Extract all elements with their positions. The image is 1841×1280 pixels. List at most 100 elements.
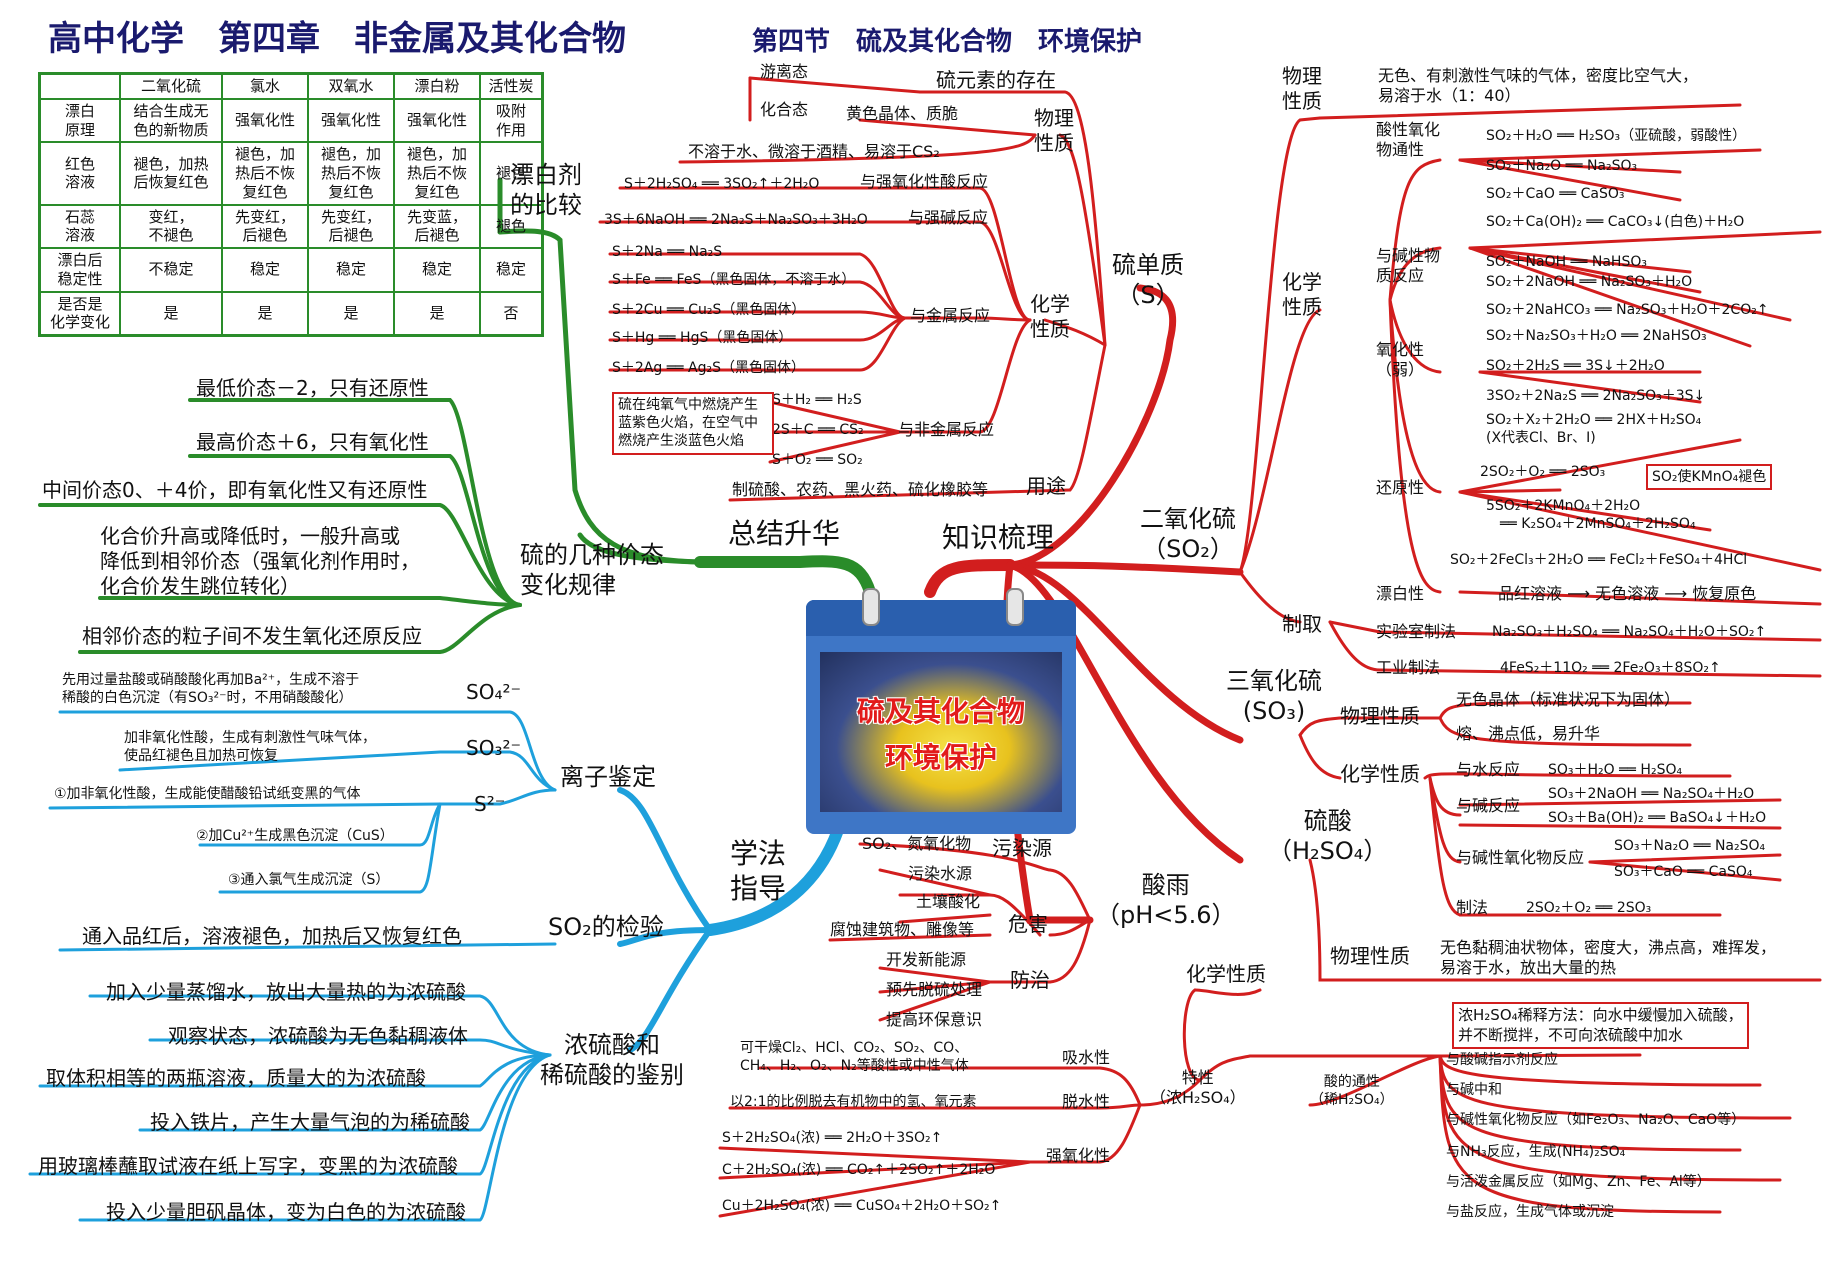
so2-base-eq: SO₂＋Ca(OH)₂ ══ CaCO₃↓(白色)＋H₂O	[1486, 214, 1745, 230]
sulfur-phys-item: 不溶于水、微溶于酒精、易溶于CS₂	[688, 142, 940, 161]
acid-id-item: 加入少量蒸馏水，放出大量热的为浓硫酸	[106, 980, 466, 1004]
table-header-row: 二氧化硫氯水双氧水漂白粉活性炭	[38, 72, 544, 100]
link-ion	[617, 787, 713, 933]
sulfur-exist-item: 化合态	[760, 100, 809, 119]
h2so4-special-label: 特性 （浓H₂SO₄）	[1150, 1068, 1246, 1107]
ion-s2-item: ③通入氯气生成沉淀（S）	[228, 872, 390, 888]
link-acidid	[627, 927, 713, 1053]
valence-item: 最低价态－2，只有还原性	[196, 376, 429, 400]
h2so4-general-item: 与活泼金属反应（如Mg、Zn、Fe、Al等）	[1446, 1174, 1711, 1190]
so2-prep-lab-eq: Na₂SO₃＋H₂SO₄ ══ Na₂SO₄＋H₂O＋SO₂↑	[1492, 624, 1767, 640]
acidrain-harm-item: 土壤酸化	[916, 892, 981, 911]
trunk-knowledge	[924, 559, 1016, 598]
so2-base-eq: SO₂＋2NaOH ══ Na₂SO₃＋H₂O	[1486, 274, 1693, 290]
link-sulfur	[1006, 284, 1177, 569]
so3-base-eq: SO₃＋Ba(OH)₂ ══ BaSO₄↓＋H₂O	[1548, 810, 1767, 826]
so3-prep-label: 制法	[1456, 898, 1489, 917]
h2so4-general-item: 与酸碱指示剂反应	[1446, 1052, 1558, 1068]
valence-item: 化合价升高或降低时，一般升高或 降低到相邻价态（强氧化剂作用时， 化合价发生跳位…	[100, 524, 420, 598]
valence-item: 中间价态0、＋4价，即有氧化性又有还原性	[42, 478, 428, 502]
node-h2so4: 硫酸 （H₂SO₄）	[1268, 807, 1388, 865]
acid-id-item: 投入铁片，产生大量气泡的为稀硫酸	[150, 1110, 470, 1134]
so2-bleach-text: 品红溶液 ⟶ 无色溶液 ⟶ 恢复原色	[1498, 584, 1757, 603]
table-header-cell: 氯水	[221, 72, 309, 100]
node-so3: 三氧化硫 (SO₃)	[1226, 667, 1322, 725]
link-h2so4	[1006, 561, 1244, 864]
so2-oxid-eq: SO₂＋2H₂S ══ 3S↓＋2H₂O	[1486, 358, 1665, 374]
so2-acidox-eq: SO₂＋CaO ══ CaSO₃	[1486, 186, 1625, 202]
table-cell: 强氧化性	[221, 97, 309, 144]
calendar-ring-icon	[1006, 588, 1024, 626]
table-row: 红色 溶液褪色，加热 后恢复红色褪色，加 热后不恢 复红色褪色，加 热后不恢 复…	[38, 141, 544, 206]
table-cell: 是	[119, 290, 223, 337]
h2so4-dilute-note: 浓H₂SO₄稀释方法：向水中缓慢加入硫酸， 并不断搅拌，不可向浓硫酸中加水	[1452, 1002, 1749, 1049]
node-method: 学法 指导	[730, 837, 787, 905]
acidrain-prevent-item: 预先脱硫处理	[886, 980, 983, 999]
node-acidid: 浓硫酸和 稀硫酸的鉴别	[540, 1031, 684, 1089]
table-cell: 褪色，加 热后不恢 复红色	[393, 141, 481, 206]
so2-red-eq: (X代表Cl、Br、I)	[1486, 430, 1596, 446]
table-row: 石蕊 溶液变红， 不褪色先变红， 后褪色先变红， 后褪色先变蓝， 后褪色褪色	[38, 203, 544, 249]
sulfur-oxacid-label: 与强氧化性酸反应	[860, 172, 989, 191]
acidrain-prevent-item: 开发新能源	[886, 950, 967, 969]
so2-oxid-label: 氧化性 （弱）	[1376, 340, 1425, 379]
so3-phys-item: 无色晶体（标准状况下为固体）	[1456, 690, 1681, 709]
ion-so3-label: SO₃²⁻	[466, 736, 522, 760]
h2so4-dehyd-label: 脱水性	[1062, 1092, 1111, 1111]
table-cell: 强氧化性	[393, 97, 481, 144]
table-cell: 是	[307, 290, 395, 337]
table-cell: 石蕊 溶液	[38, 203, 121, 249]
so3-water-eq: SO₃＋H₂O ══ H₂SO₄	[1548, 762, 1683, 778]
so2-test-text: 通入品红后，溶液褪色，加热后又恢复红色	[82, 924, 462, 948]
table-cell: 褪色	[479, 141, 544, 206]
h2so4-oxid-eq: Cu＋2H₂SO₄(浓) ══ CuSO₄＋2H₂O＋SO₂↑	[722, 1198, 1002, 1214]
sulfur-chem-label: 化学 性质	[1030, 292, 1070, 341]
h2so4-general-label: 酸的通性 （稀H₂SO₄）	[1310, 1074, 1394, 1108]
table-row: 漂白 原理结合生成无 色的新物质强氧化性强氧化性强氧化性吸附 作用	[38, 97, 544, 144]
h2so4-absorb-text: 可干燥Cl₂、HCl、CO₂、SO₂、CO、 CH₄、H₂、O₂、N₂等酸性或中…	[740, 1040, 969, 1074]
acid-id-item: 观察状态，浓硫酸为无色黏稠液体	[168, 1024, 468, 1048]
h2so4-oxid-label: 强氧化性	[1046, 1146, 1111, 1165]
link-v5	[78, 603, 522, 654]
ion-so4-label: SO₄²⁻	[466, 680, 522, 704]
so3-baseox-eq: SO₃＋Na₂O ══ Na₂SO₄	[1614, 838, 1766, 854]
table-cell: 强氧化性	[307, 97, 395, 144]
trunk-method	[704, 824, 844, 936]
so2-base-eq: SO₂＋NaOH ══ NaHSO₃	[1486, 254, 1647, 270]
so2-red-eq: SO₂＋2FeCl₃＋2H₂O ══ FeCl₂＋FeSO₄＋4HCl	[1450, 552, 1748, 568]
ion-so3-desc: 加非氧化性酸，生成有刺激性气味气体， 使品红褪色且加热可恢复	[124, 730, 376, 764]
node-so2test: SO₂的检验	[548, 913, 664, 941]
page-title: 高中化学 第四章 非金属及其化合物	[48, 19, 626, 59]
link-v3	[38, 503, 522, 607]
center-topic-card: 硫及其化合物 环境保护	[806, 588, 1076, 834]
so2-base-eq: SO₂＋2NaHCO₃ ══ Na₂SO₃＋H₂O＋2CO₂↑	[1486, 302, 1769, 318]
so2-red-eq: 5SO₂＋2KMnO₄＋2H₂O	[1486, 498, 1641, 514]
so3-prep-eq: 2SO₂＋O₂ ══ 2SO₃	[1526, 900, 1652, 916]
so3-phys-item: 熔、沸点低，易升华	[1456, 724, 1601, 743]
so2-oxid-eq: 3SO₂＋2Na₂S ══ 2Na₂SO₃＋3S↓	[1486, 388, 1706, 404]
node-valence: 硫的几种价态 变化规律	[520, 541, 664, 599]
sulfur-metal-eq: S＋Hg ══ HgS（黑色固体）	[612, 330, 793, 346]
so2-base-eq: SO₂＋Na₂SO₃＋H₂O ══ 2NaHSO₃	[1486, 328, 1707, 344]
table-cell: 吸附 作用	[479, 97, 544, 144]
table-cell: 先变红， 后褪色	[221, 203, 309, 249]
page-subtitle: 第四节 硫及其化合物 环境保护	[752, 27, 1143, 57]
table-cell: 否	[479, 290, 544, 337]
so2-prep-label: 制取	[1282, 612, 1322, 636]
table-cell: 稳定	[307, 247, 395, 293]
table-cell: 褪色，加 热后不恢 复红色	[307, 141, 395, 206]
h2so4-chem-label: 化学性质	[1186, 962, 1266, 986]
so2-red-eq: 2SO₂＋O₂ ══ 2SO₃	[1480, 464, 1606, 480]
so2-bleach-label: 漂白性	[1376, 584, 1425, 603]
sulfur-oxacid-eq: S＋2H₂SO₄ ══ 3SO₂↑＋2H₂O	[624, 176, 820, 192]
node-acidrain: 酸雨 （pH<5.6）	[1096, 871, 1236, 929]
link-so2	[1006, 561, 1244, 576]
so3-base-eq: SO₃＋2NaOH ══ Na₂SO₄＋H₂O	[1548, 786, 1755, 802]
table-cell: 是	[393, 290, 481, 337]
table-cell: 褪色，加热 后恢复红色	[119, 141, 223, 206]
bleach-comparison-table: 二氧化硫氯水双氧水漂白粉活性炭漂白 原理结合生成无 色的新物质强氧化性强氧化性强…	[38, 72, 544, 337]
so3-phys-label: 物理性质	[1340, 704, 1420, 728]
table-cell: 褪色，加 热后不恢 复红色	[221, 141, 309, 206]
center-title-line2: 环境保护	[884, 741, 997, 774]
